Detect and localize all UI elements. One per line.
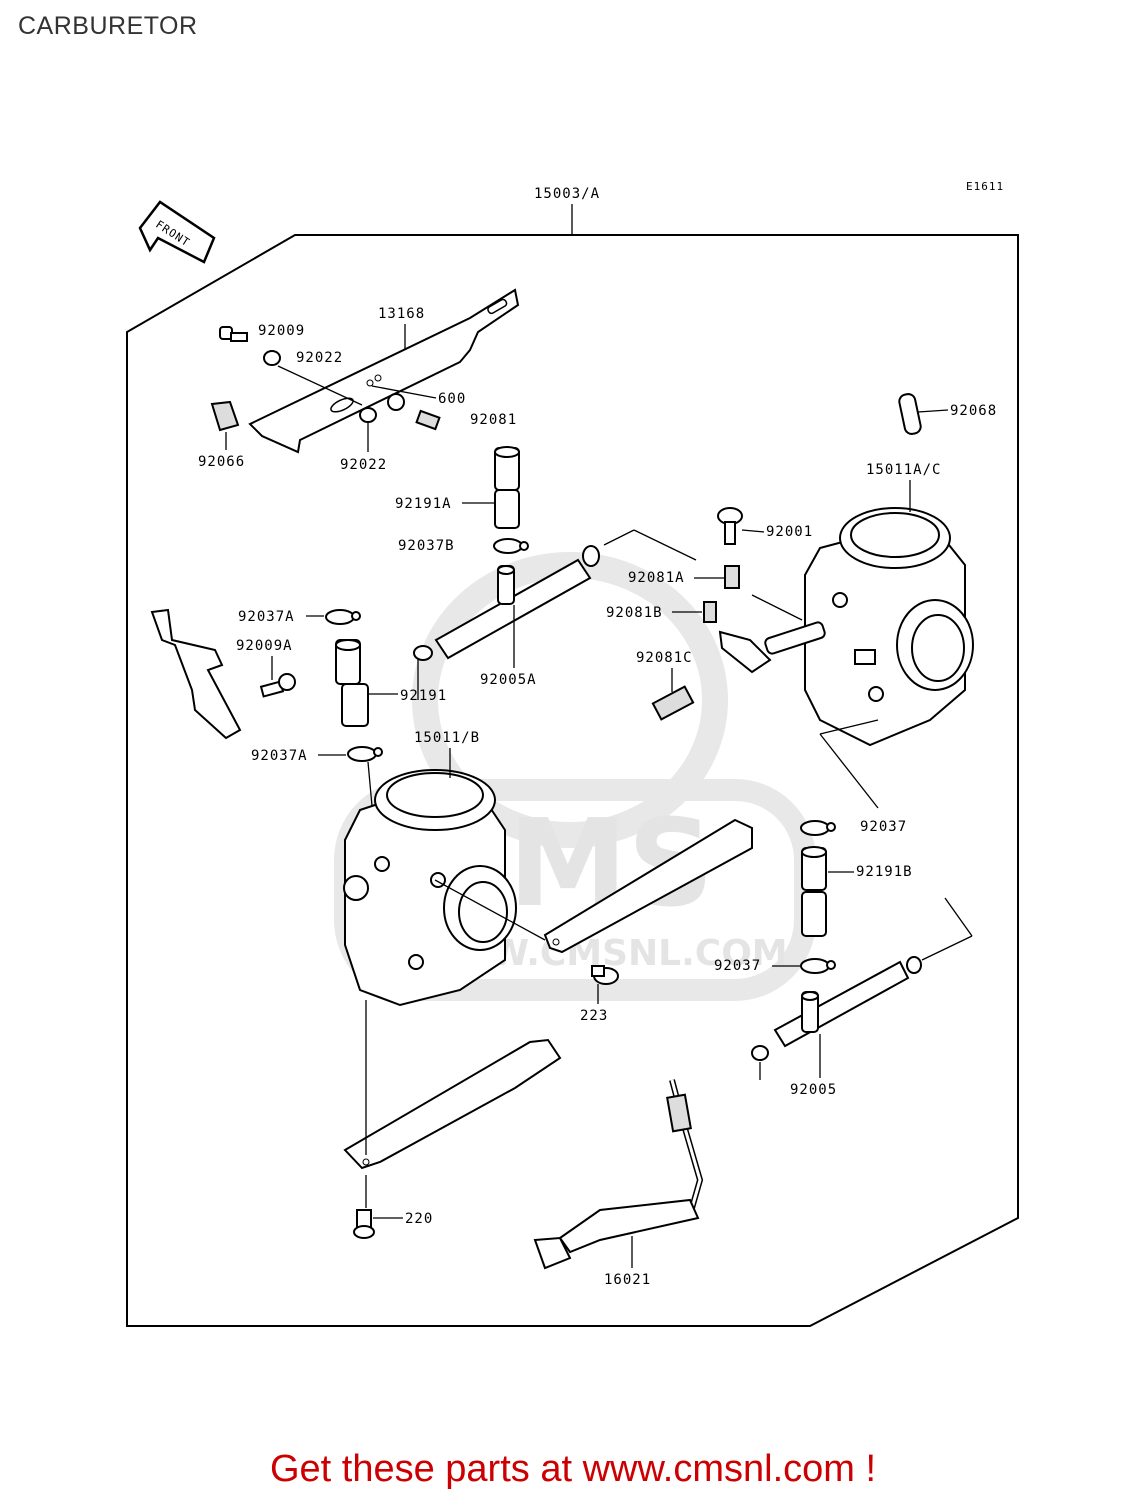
page-title: CARBURETOR bbox=[18, 12, 198, 40]
label-92001: 92001 bbox=[766, 524, 813, 540]
label-92081B: 92081B bbox=[606, 605, 663, 621]
label-92191B: 92191B bbox=[856, 864, 913, 880]
pipe-92191B bbox=[801, 846, 827, 937]
pipe-92191 bbox=[335, 639, 369, 727]
label-92037B: 92037B bbox=[398, 538, 455, 554]
label-92022-bottom: 92022 bbox=[340, 457, 387, 473]
screw-92009A bbox=[259, 673, 296, 698]
assembly-frame bbox=[126, 234, 1019, 1327]
label-92068: 92068 bbox=[950, 403, 997, 419]
spring-92081C bbox=[651, 685, 695, 721]
spring-92081 bbox=[415, 409, 441, 431]
label-92081C: 92081C bbox=[636, 650, 693, 666]
front-arrow-icon: FRONT bbox=[138, 200, 216, 264]
link-rod-right bbox=[718, 621, 826, 674]
label-92005: 92005 bbox=[790, 1082, 837, 1098]
clip-92037-upper bbox=[800, 820, 830, 836]
choke-lever-16021 bbox=[533, 1079, 704, 1270]
screw-92009 bbox=[219, 326, 248, 342]
screw-220 bbox=[353, 1209, 375, 1239]
label-15011AC: 15011A/C bbox=[866, 462, 941, 478]
cta-link[interactable]: Get these parts at www.cmsnl.com ! bbox=[269, 1448, 877, 1490]
label-92191A: 92191A bbox=[395, 496, 452, 512]
spring-92081A bbox=[724, 565, 740, 589]
label-92005A: 92005A bbox=[480, 672, 537, 688]
connector-92005 bbox=[773, 960, 910, 1048]
diagram-code: E1611 bbox=[966, 180, 1004, 193]
ball-600 bbox=[387, 393, 405, 411]
label-600: 600 bbox=[438, 391, 466, 407]
pipe-92191A bbox=[494, 446, 520, 529]
bracket-13168 bbox=[248, 288, 520, 454]
label-92037A-top: 92037A bbox=[238, 609, 295, 625]
left-bracket bbox=[150, 608, 242, 740]
oring-92005-right bbox=[906, 956, 922, 974]
cap-92068 bbox=[898, 393, 922, 435]
washer-92022-lower bbox=[359, 407, 377, 423]
label-92066: 92066 bbox=[198, 454, 245, 470]
clip-92066 bbox=[210, 400, 240, 432]
label-92009A: 92009A bbox=[236, 638, 293, 654]
washer-92022 bbox=[263, 350, 281, 366]
label-92081A: 92081A bbox=[628, 570, 685, 586]
label-92037-lower: 92037 bbox=[714, 958, 761, 974]
clip-92037-lower bbox=[800, 958, 830, 974]
oring-92005A-left bbox=[413, 645, 433, 661]
label-13168: 13168 bbox=[378, 306, 425, 322]
label-92009: 92009 bbox=[258, 323, 305, 339]
label-92037A-lower: 92037A bbox=[251, 748, 308, 764]
label-92022-top: 92022 bbox=[296, 350, 343, 366]
label-220: 220 bbox=[405, 1211, 433, 1227]
screw-223 bbox=[591, 965, 619, 985]
lower-link-plate bbox=[343, 1038, 562, 1170]
label-16021: 16021 bbox=[604, 1272, 651, 1288]
screw-92001 bbox=[717, 507, 743, 545]
connector-92005A bbox=[434, 558, 592, 660]
label-15011B: 15011/B bbox=[414, 730, 480, 746]
label-92191: 92191 bbox=[400, 688, 447, 704]
label-223: 223 bbox=[580, 1008, 608, 1024]
label-92037-upper: 92037 bbox=[860, 819, 907, 835]
link-plate-center bbox=[543, 818, 753, 954]
oring-92005A-right bbox=[582, 545, 600, 567]
clip-92037B bbox=[493, 538, 523, 554]
label-92081-top: 92081 bbox=[470, 412, 517, 428]
clip-92037A-lower bbox=[347, 746, 377, 762]
clip-92037A-top bbox=[325, 609, 355, 625]
label-15003A: 15003/A bbox=[534, 186, 600, 202]
oring-92005-left bbox=[751, 1045, 769, 1061]
spring-92081B bbox=[703, 601, 717, 623]
carburetor-15011B bbox=[343, 769, 517, 1007]
carburetor-15011AC bbox=[804, 507, 974, 747]
